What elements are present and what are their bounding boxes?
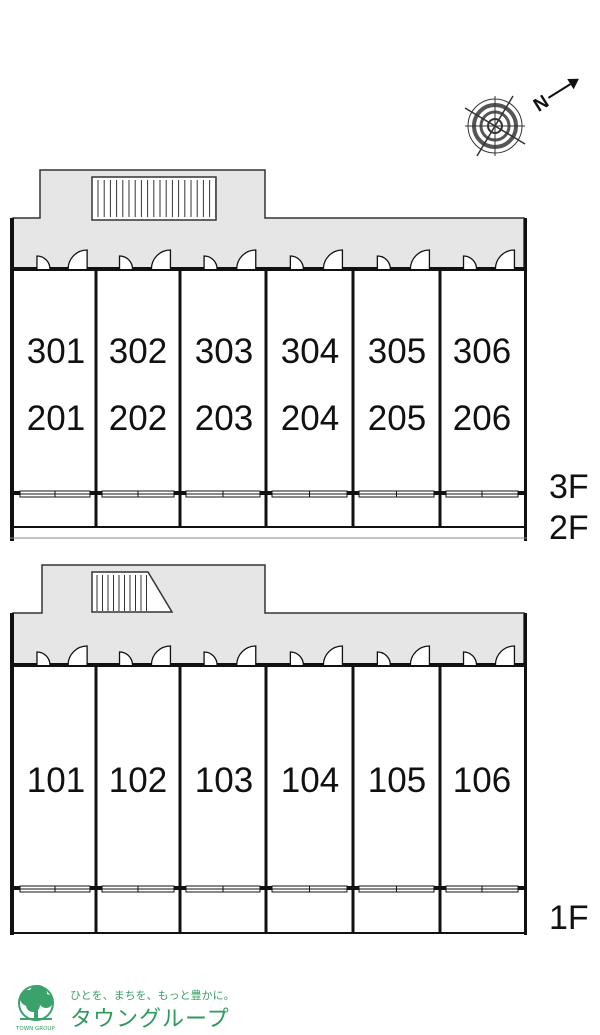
door-icon <box>67 645 88 666</box>
lower-floor-plan <box>10 564 527 935</box>
partition-wall <box>438 269 442 527</box>
north-arrow-icon: N <box>530 78 579 117</box>
unit-102: 102 <box>109 761 167 800</box>
door-icon <box>150 645 172 666</box>
door-icon <box>322 249 344 270</box>
door-icon <box>36 255 51 270</box>
compass-icon: N <box>464 78 579 157</box>
door-icon <box>409 645 431 666</box>
partition-wall <box>94 665 98 933</box>
upper-stair <box>91 176 217 221</box>
door-icon <box>36 651 51 666</box>
partition-wall <box>264 665 268 933</box>
unit-numbers-2f: 201 202 203 204 205 206 <box>27 399 511 438</box>
svg-text:TOWN GROUP: TOWN GROUP <box>15 1026 55 1032</box>
door-icon <box>150 249 172 270</box>
lower-outer-wall-left <box>10 613 14 935</box>
door-icon <box>494 645 516 666</box>
svg-text:N: N <box>530 91 553 116</box>
unit-205: 205 <box>368 399 426 438</box>
unit-206: 206 <box>453 399 511 438</box>
door-icon <box>322 645 344 666</box>
door-icon <box>118 255 134 270</box>
town-group-logo: TOWN GROUP ひとを、まちを、もっと豊かに。 タウングループ <box>15 985 235 1032</box>
unit-304: 304 <box>281 332 339 371</box>
unit-305: 305 <box>368 332 426 371</box>
unit-302: 302 <box>109 332 167 371</box>
unit-104: 104 <box>281 761 339 800</box>
upper-floor-plan <box>10 169 527 541</box>
partition-wall <box>351 665 355 933</box>
upper-corridor <box>12 169 525 269</box>
door-icon <box>289 651 305 666</box>
unit-103: 103 <box>195 761 253 800</box>
partition-wall <box>178 269 182 527</box>
upper-outer-wall-right <box>524 218 527 541</box>
unit-204: 204 <box>281 399 339 438</box>
unit-101: 101 <box>27 761 85 800</box>
floor-label-3f: 3F <box>549 468 589 506</box>
door-icon <box>409 249 431 270</box>
floor-label-2f: 2F <box>549 509 589 547</box>
door-icon <box>118 651 134 666</box>
tree-logo-icon: TOWN GROUP <box>15 985 55 1032</box>
unit-numbers-1f: 101 102 103 104 105 106 <box>27 761 511 800</box>
lower-units-bottom-wall <box>10 886 527 890</box>
upper-units-bottom-wall <box>10 491 527 495</box>
unit-105: 105 <box>368 761 426 800</box>
lower-stair <box>91 571 174 613</box>
unit-201: 201 <box>27 399 85 438</box>
lower-units-top-wall <box>10 663 527 667</box>
floor-label-1f: 1F <box>549 899 589 937</box>
partition-wall <box>178 665 182 933</box>
lower-corridor <box>12 564 525 665</box>
partition-wall <box>438 665 442 933</box>
unit-303: 303 <box>195 332 253 371</box>
unit-203: 203 <box>195 399 253 438</box>
logo-tagline: ひとを、まちを、もっと豊かに。 <box>70 989 235 1002</box>
upper-units-top-wall <box>10 267 527 271</box>
partition-wall <box>351 269 355 527</box>
door-icon <box>236 645 257 666</box>
upper-outer-wall-left <box>10 218 14 541</box>
door-icon <box>462 255 478 270</box>
door-icon <box>67 249 88 270</box>
door-icon <box>203 651 218 666</box>
door-icon <box>462 651 478 666</box>
logo-name: タウングループ <box>70 1007 230 1032</box>
unit-301: 301 <box>27 332 85 371</box>
door-icon <box>289 255 305 270</box>
door-icon <box>376 651 392 666</box>
door-icon <box>203 255 218 270</box>
unit-306: 306 <box>453 332 511 371</box>
partition-wall <box>94 269 98 527</box>
door-icon <box>236 249 257 270</box>
lower-outer-wall-right <box>524 613 527 935</box>
unit-106: 106 <box>453 761 511 800</box>
door-icon <box>494 249 516 270</box>
unit-202: 202 <box>109 399 167 438</box>
partition-wall <box>264 269 268 527</box>
unit-numbers-3f: 301 302 303 304 305 306 <box>27 332 511 371</box>
door-icon <box>376 255 392 270</box>
